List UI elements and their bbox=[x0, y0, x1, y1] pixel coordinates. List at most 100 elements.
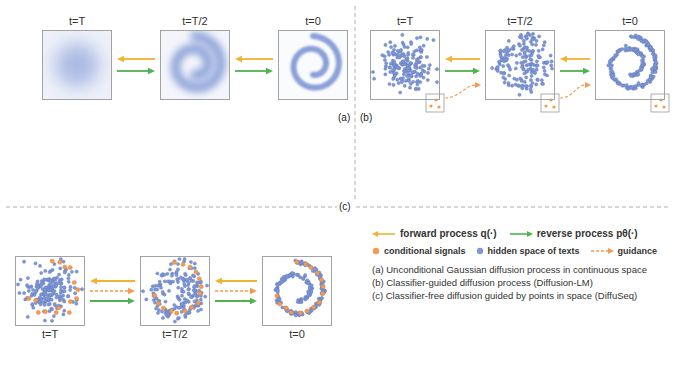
text-point bbox=[535, 64, 538, 67]
text-point bbox=[405, 57, 408, 60]
text-point bbox=[42, 282, 45, 285]
legend-arrow bbox=[590, 247, 614, 255]
text-point bbox=[308, 286, 311, 289]
text-point bbox=[176, 317, 179, 320]
text-point bbox=[177, 316, 180, 319]
text-point bbox=[506, 64, 509, 67]
text-point bbox=[373, 77, 376, 80]
text-point bbox=[410, 42, 413, 45]
text-point bbox=[392, 52, 395, 55]
text-point bbox=[45, 297, 48, 300]
text-point bbox=[520, 36, 523, 39]
condition-point bbox=[50, 259, 54, 263]
condition-point bbox=[67, 310, 71, 314]
text-point bbox=[192, 289, 195, 292]
text-point bbox=[19, 278, 22, 281]
text-point bbox=[654, 70, 657, 73]
text-point bbox=[69, 285, 72, 288]
condition-inset bbox=[651, 94, 669, 112]
text-point bbox=[428, 64, 431, 67]
text-point bbox=[649, 46, 652, 49]
text-point bbox=[624, 44, 627, 47]
text-point bbox=[381, 54, 384, 57]
text-point bbox=[31, 302, 34, 305]
text-point bbox=[392, 77, 395, 80]
text-point bbox=[184, 272, 187, 275]
text-point bbox=[524, 56, 527, 59]
condition-point bbox=[188, 265, 192, 269]
text-point bbox=[525, 46, 528, 49]
condition-point bbox=[289, 310, 293, 314]
condition-inset bbox=[541, 94, 559, 112]
text-point bbox=[401, 63, 404, 66]
text-point bbox=[637, 53, 640, 56]
text-point bbox=[30, 294, 33, 297]
condition-point bbox=[321, 292, 325, 296]
text-point bbox=[49, 293, 52, 296]
panel-figure bbox=[274, 259, 327, 317]
text-point bbox=[499, 50, 502, 53]
text-point bbox=[505, 59, 508, 62]
text-point bbox=[420, 49, 423, 52]
text-point bbox=[432, 39, 435, 42]
condition-point bbox=[298, 311, 302, 315]
legend-item: forward process q(·) bbox=[372, 228, 497, 240]
condition-point bbox=[662, 105, 665, 108]
text-point bbox=[654, 61, 657, 64]
arrow-line bbox=[560, 70, 584, 72]
condition-point bbox=[315, 271, 319, 275]
text-point bbox=[296, 273, 299, 276]
text-point bbox=[529, 34, 532, 37]
timestep-label: t=T/2 bbox=[507, 15, 532, 28]
text-point bbox=[611, 70, 614, 73]
text-point bbox=[161, 274, 164, 277]
panel-tag: (a) bbox=[336, 112, 352, 124]
text-point bbox=[515, 61, 518, 64]
text-point bbox=[515, 54, 518, 57]
text-point bbox=[383, 58, 386, 61]
text-point bbox=[652, 48, 655, 51]
text-point bbox=[550, 67, 553, 70]
arrow-line bbox=[235, 70, 267, 72]
text-point bbox=[389, 41, 392, 44]
forward-arrow bbox=[235, 56, 273, 62]
diffusion-state-box: t=T bbox=[370, 30, 440, 100]
text-point bbox=[407, 79, 410, 82]
text-point bbox=[189, 295, 192, 298]
text-point bbox=[163, 293, 166, 296]
text-point bbox=[413, 50, 416, 53]
reverse-arrow bbox=[90, 298, 135, 304]
text-point bbox=[178, 257, 181, 260]
text-point bbox=[607, 64, 610, 67]
text-point bbox=[422, 76, 425, 79]
text-point bbox=[649, 46, 652, 49]
text-point bbox=[397, 82, 400, 85]
panel-figure bbox=[141, 257, 208, 323]
panel-description: (c) Classifier-free diffusion guided by … bbox=[372, 290, 637, 302]
condition-point bbox=[190, 305, 194, 309]
text-point bbox=[63, 290, 66, 293]
text-point bbox=[401, 53, 404, 56]
text-point bbox=[318, 275, 321, 278]
forward-arrow bbox=[215, 278, 257, 284]
text-point bbox=[388, 66, 391, 69]
text-point bbox=[410, 73, 413, 76]
condition-point bbox=[199, 285, 203, 289]
reverse-arrow bbox=[445, 68, 480, 74]
text-point bbox=[402, 60, 405, 63]
text-point bbox=[652, 52, 655, 55]
text-point bbox=[523, 52, 526, 55]
text-point bbox=[617, 50, 620, 53]
text-point bbox=[26, 277, 29, 280]
arrowhead bbox=[90, 278, 97, 284]
condition-point bbox=[157, 301, 161, 305]
text-point bbox=[80, 288, 83, 291]
text-point bbox=[69, 288, 72, 291]
text-point bbox=[302, 277, 305, 280]
text-point bbox=[44, 269, 47, 272]
text-point bbox=[427, 67, 430, 70]
text-point bbox=[411, 53, 414, 56]
condition-point bbox=[27, 297, 31, 301]
arrow-line bbox=[215, 290, 251, 291]
legend-swatch bbox=[373, 248, 379, 254]
